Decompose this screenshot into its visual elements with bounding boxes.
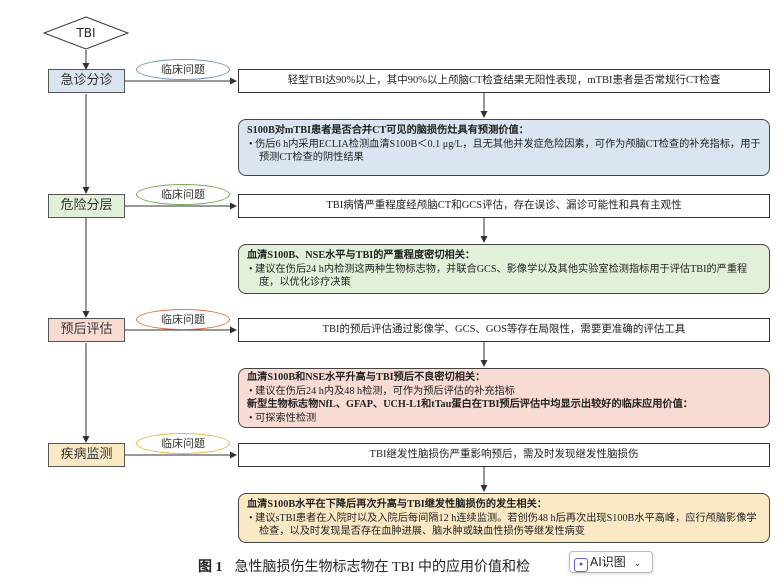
tbi-start-node: TBI xyxy=(43,16,129,50)
answer-heading: S100B对mTBI患者是否合并CT可见的脑损伤灶具有预测价值： xyxy=(247,125,529,136)
stage-risk-stratification: 危险分层 xyxy=(48,194,125,218)
question-box-triage: 轻型TBI达90%以上，其中90%以上颅脑CT检查结果无阳性表现，mTBI患者是… xyxy=(238,69,770,93)
question-box-risk: TBI病情严重程度经颅脑CT和GCS评估，存在误诊、漏诊可能性和具有主观性 xyxy=(238,194,770,218)
answer-heading: 血清S100B水平在下降后再次升高与TBI继发性脑损伤的发生相关： xyxy=(247,499,547,510)
stage-triage: 急诊分诊 xyxy=(48,69,125,93)
stage-prognosis: 预后评估 xyxy=(48,318,125,342)
ai-image-recognition-button[interactable]: ✦AI识图 ⌄ xyxy=(569,551,653,573)
stage-monitoring: 疾病监测 xyxy=(48,443,125,467)
clinical-question-oval: 临床问题 xyxy=(136,433,230,454)
answer-bullet: • 可探索性检测 xyxy=(249,412,317,424)
answer-box-monitoring: 血清S100B水平在下降后再次升高与TBI继发性脑损伤的发生相关： • 建议sT… xyxy=(238,493,770,543)
answer-bullet: • 伤后6 h内采用ECLIA检测血清S100B＜0.1 μg/L，且无其他并发… xyxy=(249,138,761,164)
question-box-prognosis: TBI的预后评估通过影像学、GCS、GOS等存在局限性，需要更准确的评估工具 xyxy=(238,318,770,342)
clinical-question-oval: 临床问题 xyxy=(136,309,230,330)
answer-box-prognosis: 血清S100B和NSE水平升高与TBI预后不良密切相关： • 建议在伤后24 h… xyxy=(238,368,770,428)
answer-box-risk: 血清S100B、NSE水平与TBI的严重程度密切相关： • 建议在伤后24 h内… xyxy=(238,244,770,294)
answer-bullet: • 建议在伤后24 h内检测这两种生物标志物，并联合GCS、影像学以及其他实验室… xyxy=(249,263,748,289)
figure-caption-text: 急性脑损伤生物标志物在 TBI 中的应用价值和检 xyxy=(234,560,531,575)
ai-button-label: AI识图 xyxy=(590,555,626,569)
figure-number: 图 1 xyxy=(198,560,223,575)
answer-heading: 血清S100B、NSE水平与TBI的严重程度密切相关： xyxy=(247,250,476,261)
clinical-question-oval: 临床问题 xyxy=(136,59,230,80)
answer-heading-secondary: 新型生物标志物NfL、GFAP、UCH-L1和tTau蛋白在TBI预后评估中均显… xyxy=(247,399,693,410)
answer-bullet: • 建议sTBI患者在入院时以及入院后每间隔12 h连续监测。若创伤48 h后再… xyxy=(249,512,757,538)
sparkle-icon: ✦ xyxy=(574,558,588,572)
chevron-down-icon: ⌄ xyxy=(633,559,642,569)
question-box-monitoring: TBI继发性脑损伤严重影响预后，需及时发现继发性脑损伤 xyxy=(238,443,770,467)
answer-box-triage: S100B对mTBI患者是否合并CT可见的脑损伤灶具有预测价值： • 伤后6 h… xyxy=(238,119,770,176)
figure-caption: 图 1 急性脑损伤生物标志物在 TBI 中的应用价值和检 xyxy=(198,556,530,576)
answer-heading: 血清S100B和NSE水平升高与TBI预后不良密切相关： xyxy=(247,372,486,383)
tbi-start-label: TBI xyxy=(76,26,96,40)
diamond-shape xyxy=(43,16,129,50)
clinical-question-oval: 临床问题 xyxy=(136,184,230,205)
answer-bullet: • 建议在伤后24 h内及48 h检测，可作为预后评估的补充指标 xyxy=(249,385,515,397)
